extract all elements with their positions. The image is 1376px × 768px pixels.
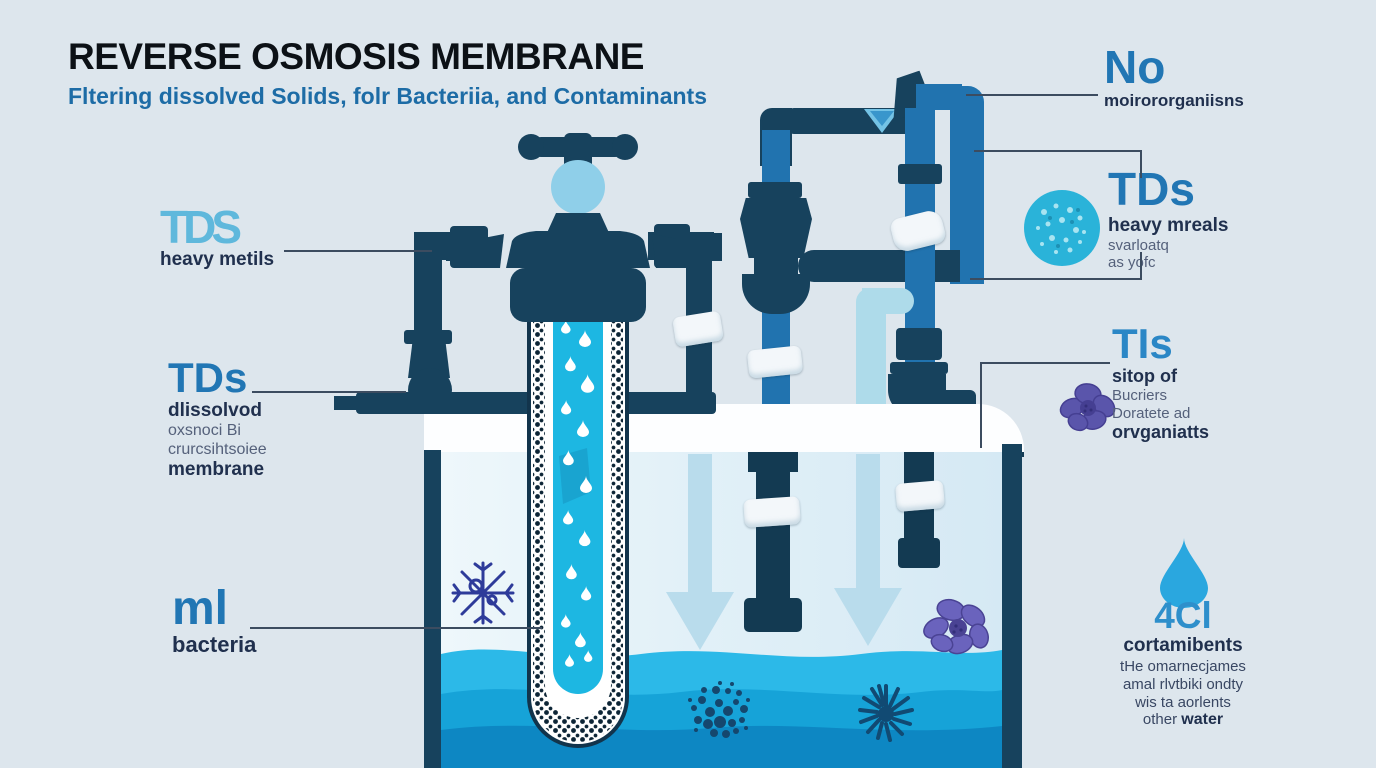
- connector-right-tds-h1: [974, 150, 1142, 152]
- flow-arrow-left-head: [666, 592, 734, 650]
- tank-pipe-1-fitting: [744, 598, 802, 632]
- pipe-loop-bottom: [798, 250, 960, 282]
- label-text: heavy mreals: [1108, 214, 1229, 236]
- pipe-b-flange: [890, 362, 948, 374]
- label-text: Doratete ad: [1112, 404, 1191, 422]
- tds-logo: TDS: [160, 201, 242, 253]
- label-tis: TIs sitop of Bucriers Doratete ad orvgan…: [1112, 320, 1210, 443]
- label-text: other water: [1142, 711, 1224, 729]
- label-text: heavy metils: [160, 248, 275, 270]
- particles-circle-icon: [1024, 190, 1100, 266]
- flow-arrow-right-head: [834, 588, 902, 646]
- label-big: 4Cl: [1154, 595, 1212, 636]
- label-text: moirororganiisns: [1104, 90, 1244, 110]
- dotted-cluster-microbe-icon: [688, 681, 750, 738]
- pipe-left-elbow: [414, 232, 442, 344]
- radial-microbe-icon: [858, 684, 914, 742]
- microbe-blob-icon: [1059, 383, 1116, 432]
- connector-left-ml: [250, 627, 542, 629]
- tank-pipe-1: [756, 452, 790, 608]
- label-text: cortamibents: [1123, 635, 1243, 657]
- connector-right-tis-v: [980, 362, 982, 448]
- label-text: amal rlvtbiki ondty: [1122, 675, 1244, 693]
- page-title: REVERSE OSMOSIS MEMBRANE: [68, 36, 644, 77]
- label-text: tHe omarnecjames: [1120, 658, 1246, 676]
- flow-arrow-right: [856, 454, 880, 590]
- label-text: wis ta aorlents: [1135, 693, 1231, 711]
- tank-pipe-1-top: [748, 452, 798, 472]
- faucet-valve-icon: [446, 133, 722, 322]
- label-big: TIs: [1112, 320, 1173, 367]
- connector-right-tds-v1: [1140, 150, 1142, 178]
- pipe-notch-icon: [864, 109, 900, 133]
- pipe-a-tape: [746, 345, 804, 379]
- label-text: orvganiatts: [1112, 422, 1210, 443]
- flow-arrow-left: [688, 454, 712, 594]
- tank-pipe-2-tape: [894, 479, 946, 513]
- label-text: as yofc: [1108, 254, 1156, 272]
- label-tds-membrane: TDs dlissolvod oxsnoci Bi crurcsihtsoiee…: [168, 354, 267, 481]
- label-big: No: [1104, 41, 1166, 93]
- membrane-droplets: [559, 320, 595, 667]
- microbe-blob-tank-icon: [923, 598, 989, 655]
- water-drop-icon: [1160, 538, 1208, 608]
- label-text: crurcsihtsoiee: [168, 440, 267, 458]
- label-text: bacteria: [172, 631, 257, 657]
- label-big: TDs: [168, 354, 248, 401]
- label-ml-bacteria: ml bacteria: [172, 582, 257, 657]
- page-subtitle: Fltering dissolved Solids, folr Bacterii…: [68, 83, 708, 109]
- label-tds-heavy-metals: TDS heavy metils: [160, 201, 275, 270]
- pipe-b-band: [898, 164, 942, 184]
- connector-left-tds: [284, 250, 432, 252]
- label-tds-right: TDs heavy mreals svarloatq as yofc: [1108, 163, 1229, 272]
- label-text: sitop of: [1112, 365, 1177, 386]
- tank-pipe-1-tape: [743, 496, 801, 528]
- label-no-microorganisms: No moirororganiisns: [1104, 41, 1244, 110]
- pipe-long-bar-stub: [334, 396, 358, 410]
- valve-flange-left: [404, 330, 452, 344]
- connector-left-membrane: [252, 391, 406, 393]
- pipe-a-valve-body: [740, 198, 812, 258]
- label-text: oxsnoci Bi: [168, 421, 241, 439]
- tank-pipe-2-fitting: [898, 538, 940, 568]
- label-text: svarloatq: [1108, 236, 1169, 254]
- pipe-pale-vertical: [856, 288, 886, 422]
- label-text: dlissolvod: [168, 399, 262, 421]
- label-big: ml: [172, 582, 229, 635]
- label-text: membrane: [168, 459, 265, 481]
- membrane-water-column: [553, 310, 603, 694]
- pipe-a-valve-bell: [742, 274, 810, 314]
- label-contaminants: 4Cl cortamibents tHe omarnecjames amal r…: [1063, 595, 1303, 729]
- label-big: TDs: [1108, 163, 1195, 215]
- pipe-b-fitting: [896, 328, 942, 360]
- connector-right-tds-v2: [1140, 252, 1142, 280]
- tank-wall-left: [424, 450, 441, 768]
- pipe-b-tape: [888, 208, 948, 254]
- snowflake-microbe-icon: [451, 561, 515, 625]
- tank-wall-right: [1002, 444, 1022, 768]
- connector-right-tis-h: [980, 362, 1110, 364]
- connector-right-no: [966, 94, 1098, 96]
- pipe-a-flange: [748, 182, 802, 198]
- connector-right-tds-h2: [970, 278, 1142, 280]
- pipe-a-valve-neck: [754, 256, 798, 276]
- label-text: Bucriers: [1112, 386, 1168, 404]
